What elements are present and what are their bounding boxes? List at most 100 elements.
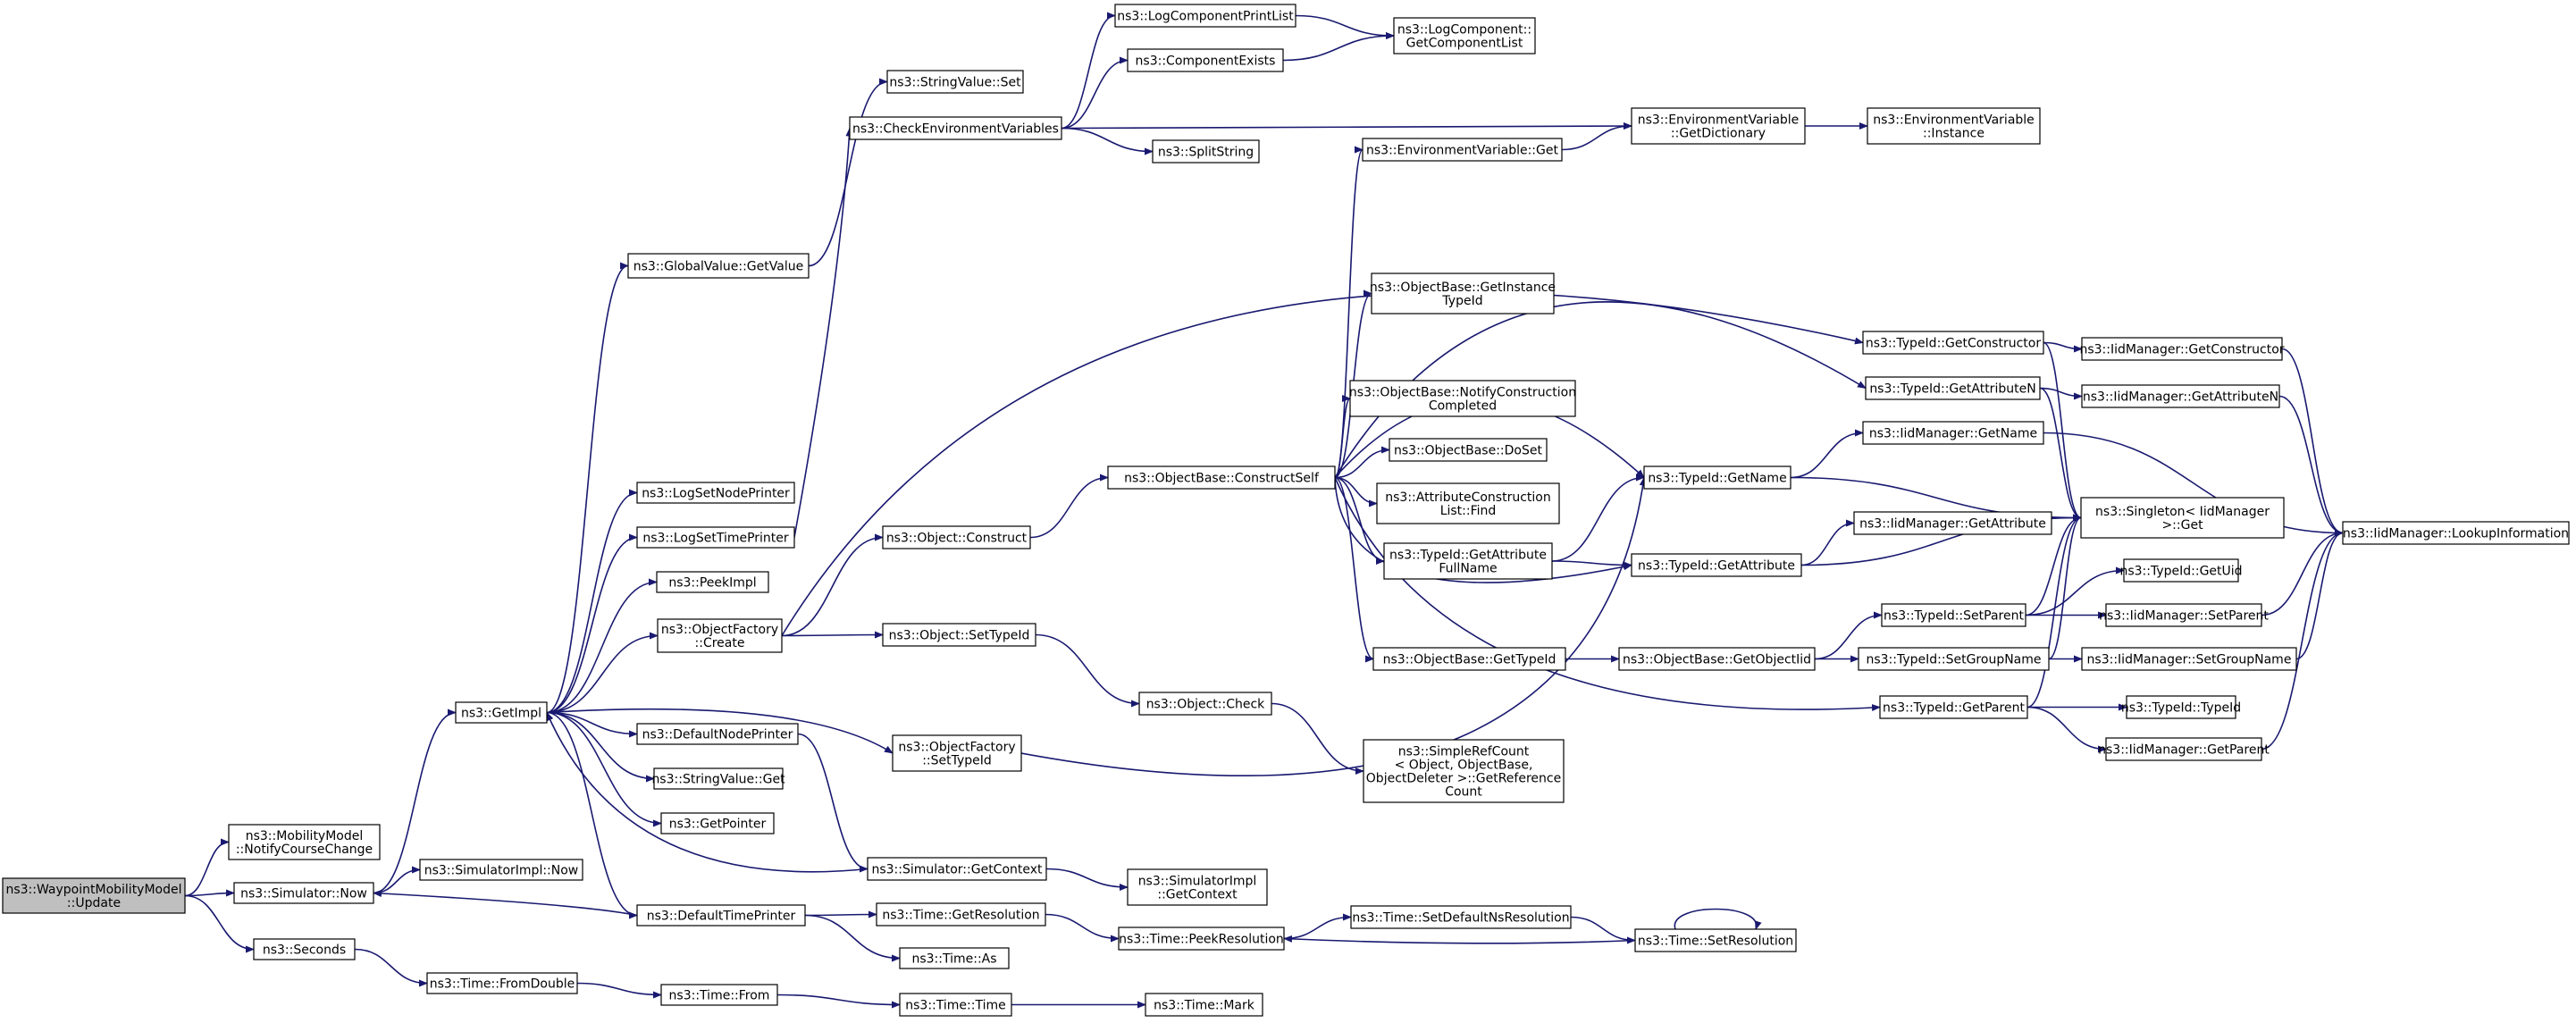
node-typeid_setparent[interactable]: ns3::TypeId::SetParent [1881, 603, 2026, 627]
node-peekimpl[interactable]: ns3::PeekImpl [656, 571, 769, 593]
node-singleton_get[interactable]: ns3::Singleton< IidManager>::Get [2080, 497, 2285, 539]
edge-typeid_getattributen-to-singleton_get [2039, 387, 2082, 522]
node-box [228, 824, 381, 860]
node-globalvalue_getvalue[interactable]: ns3::GlobalValue::GetValue [627, 253, 810, 279]
node-stringvalue_get[interactable]: ns3::StringValue::Get [651, 767, 785, 790]
node-splitstring[interactable]: ns3::SplitString [1152, 139, 1260, 164]
node-box [876, 902, 1046, 927]
node-objectfactory_create[interactable]: ns3::ObjectFactory::Create [657, 618, 783, 653]
node-logsettimeprinter[interactable]: ns3::LogSetTimePrinter [636, 526, 795, 549]
edge-typeid_getparent-to-singleton_get [2026, 514, 2082, 709]
node-box [653, 767, 784, 790]
node-root[interactable]: ns3::WaypointMobilityModel::Update [2, 877, 186, 914]
node-object_construct[interactable]: ns3::Object::Construct [882, 525, 1031, 549]
node-box [882, 525, 1031, 549]
node-iidmanager_getattributen[interactable]: ns3::IidManager::GetAttributeN [2081, 384, 2280, 408]
node-logsetnodeprinter[interactable]: ns3::LogSetNodePrinter [636, 482, 795, 504]
node-label: ns3::ObjectBase::GetInstance [1370, 281, 1556, 295]
node-time_setdefaultnsresolution[interactable]: ns3::Time::SetDefaultNsResolution [1350, 905, 1572, 929]
node-box [1107, 465, 1336, 490]
node-typeid_typeid[interactable]: ns3::TypeId::TypeId [2121, 695, 2241, 719]
node-label: ::NotifyCourseChange [236, 843, 373, 857]
node-ob_notifyconstruction[interactable]: ns3::ObjectBase::NotifyConstructionCompl… [1349, 380, 1576, 417]
node-envvar_instance[interactable]: ns3::EnvironmentVariable::Instance [1867, 107, 2041, 145]
node-time_setresolution[interactable]: ns3::Time::SetResolution [1634, 928, 1797, 952]
node-object_check[interactable]: ns3::Object::Check [1138, 692, 1272, 716]
node-ob_getobjectiid[interactable]: ns3::ObjectBase::GetObjectIid [1618, 647, 1816, 671]
node-defaulttimeprinter[interactable]: ns3::DefaultTimePrinter [636, 904, 806, 927]
node-typeid_getattributen[interactable]: ns3::TypeId::GetAttributeN [1865, 376, 2041, 400]
node-label: ::Update [67, 896, 121, 910]
node-envvar_getdictionary[interactable]: ns3::EnvironmentVariable::GetDictionary [1631, 107, 1806, 145]
node-iidmanager_setparent[interactable]: ns3::IidManager::SetParent [2099, 603, 2269, 627]
node-label: TypeId [1441, 294, 1482, 308]
node-box [2105, 603, 2262, 627]
node-iidmanager_setgroupname[interactable]: ns3::IidManager::SetGroupName [2081, 647, 2297, 671]
node-label: ns3::ObjectBase::NotifyConstruction [1349, 386, 1576, 400]
node-iidmanager_lookupinformation[interactable]: ns3::IidManager::LookupInformation [2342, 521, 2570, 545]
node-ob_doset[interactable]: ns3::ObjectBase::DoSet [1389, 438, 1548, 462]
node-logcomponentprintlist[interactable]: ns3::LogComponentPrintList [1114, 4, 1296, 28]
node-iidmanager_getparent[interactable]: ns3::IidManager::GetParent [2098, 737, 2270, 761]
node-simimpl_now[interactable]: ns3::SimulatorImpl::Now [419, 859, 583, 881]
node-simulator_getcontext[interactable]: ns3::Simulator::GetContext [867, 857, 1047, 881]
node-label: ns3::TypeId::SetParent [1884, 609, 2024, 624]
node-box [636, 526, 795, 549]
node-typeid_getattribute[interactable]: ns3::TypeId::GetAttribute [1631, 553, 1802, 577]
node-label: ns3::DefaultNodePrinter [642, 728, 793, 742]
edge-iidmanager_setgroupname-to-iidmanager_lookupinformation [2295, 529, 2344, 660]
node-seconds[interactable]: ns3::Seconds [253, 938, 356, 960]
node-object_settypeid[interactable]: ns3::Object::SetTypeId [882, 623, 1036, 647]
node-time_from[interactable]: ns3::Time::From [660, 984, 778, 1006]
node-logcomponent_getcomponentlist[interactable]: ns3::LogComponent::GetComponentList [1393, 17, 1536, 55]
node-time_mark[interactable]: ns3::Time::Mark [1145, 993, 1263, 1017]
edge-getimpl-to-defaulttimeprinter [546, 711, 638, 919]
node-typeid_getuid[interactable]: ns3::TypeId::GetUid [2119, 558, 2243, 583]
node-iidmanager_getconstructor[interactable]: ns3::IidManager::GetConstructor [2079, 337, 2285, 361]
node-time_fromdouble[interactable]: ns3::Time::FromDouble [426, 972, 578, 994]
node-label: ::Instance [1923, 127, 1984, 141]
node-getimpl[interactable]: ns3::GetImpl [455, 701, 548, 724]
node-box [1371, 273, 1555, 314]
node-mm_notify[interactable]: ns3::MobilityModel::NotifyCourseChange [228, 824, 381, 860]
edge-getimpl-to-logsetnodeprinter [546, 489, 638, 714]
node-box [426, 972, 578, 994]
edges [184, 12, 2344, 1009]
node-typeid_getparent[interactable]: ns3::TypeId::GetParent [1879, 695, 2028, 719]
node-simplerefcount[interactable]: ns3::SimpleRefCount< Object, ObjectBase,… [1363, 739, 1565, 803]
edge-typeid_getconstructor-to-iidmanager_getconstructor [2043, 341, 2083, 353]
node-defaultnodeprinter[interactable]: ns3::DefaultNodePrinter [636, 723, 799, 745]
edge-checkenv-to-logcomponentprintlist [1061, 12, 1116, 130]
node-label: ns3::TypeId::GetParent [1883, 701, 2025, 716]
node-envvar_get[interactable]: ns3::EnvironmentVariable::Get [1362, 138, 1563, 162]
node-checkenv[interactable]: ns3::CheckEnvironmentVariables [849, 116, 1062, 140]
node-box [253, 938, 356, 960]
node-objectbase_constructself[interactable]: ns3::ObjectBase::ConstructSelf [1107, 465, 1336, 490]
node-time_getresolution[interactable]: ns3::Time::GetResolution [876, 902, 1046, 927]
node-simimpl_getcontext[interactable]: ns3::SimulatorImpl::GetContext [1127, 868, 1268, 906]
edge-time_fromdouble-to-time_from [576, 982, 662, 999]
node-time_time[interactable]: ns3::Time::Time [899, 993, 1012, 1017]
node-typeid_getconstructor[interactable]: ns3::TypeId::GetConstructor [1862, 331, 2044, 355]
node-label: ns3::IidManager::LookupInformation [2343, 527, 2569, 541]
node-ob_gettypeid[interactable]: ns3::ObjectBase::GetTypeId [1372, 647, 1566, 671]
node-sim_now[interactable]: ns3::Simulator::Now [233, 882, 374, 904]
node-box [2081, 384, 2280, 408]
node-objectfactory_settypeid[interactable]: ns3::ObjectFactory::SetTypeId [892, 734, 1022, 772]
edge-defaulttimeprinter-to-time_as [804, 914, 901, 962]
node-typeid_setgroupname[interactable]: ns3::TypeId::SetGroupName [1858, 647, 2050, 671]
node-time_as[interactable]: ns3::Time::As [899, 947, 1010, 969]
node-componentexists[interactable]: ns3::ComponentExists [1127, 48, 1284, 72]
node-iidmanager_getattribute[interactable]: ns3::IidManager::GetAttribute [1853, 511, 2052, 535]
node-typeid_getname[interactable]: ns3::TypeId::GetName [1643, 465, 1791, 490]
node-box [1389, 438, 1548, 462]
node-time_peekresolution[interactable]: ns3::Time::PeekResolution [1118, 927, 1285, 951]
node-iidmanager_getname[interactable]: ns3::IidManager::GetName [1862, 421, 2044, 445]
node-label: ns3::EnvironmentVariable [1873, 113, 2035, 128]
node-box [1879, 695, 2028, 719]
node-getpointer[interactable]: ns3::GetPointer [660, 812, 775, 834]
node-stringvalue_set[interactable]: ns3::StringValue::Set [886, 70, 1024, 94]
